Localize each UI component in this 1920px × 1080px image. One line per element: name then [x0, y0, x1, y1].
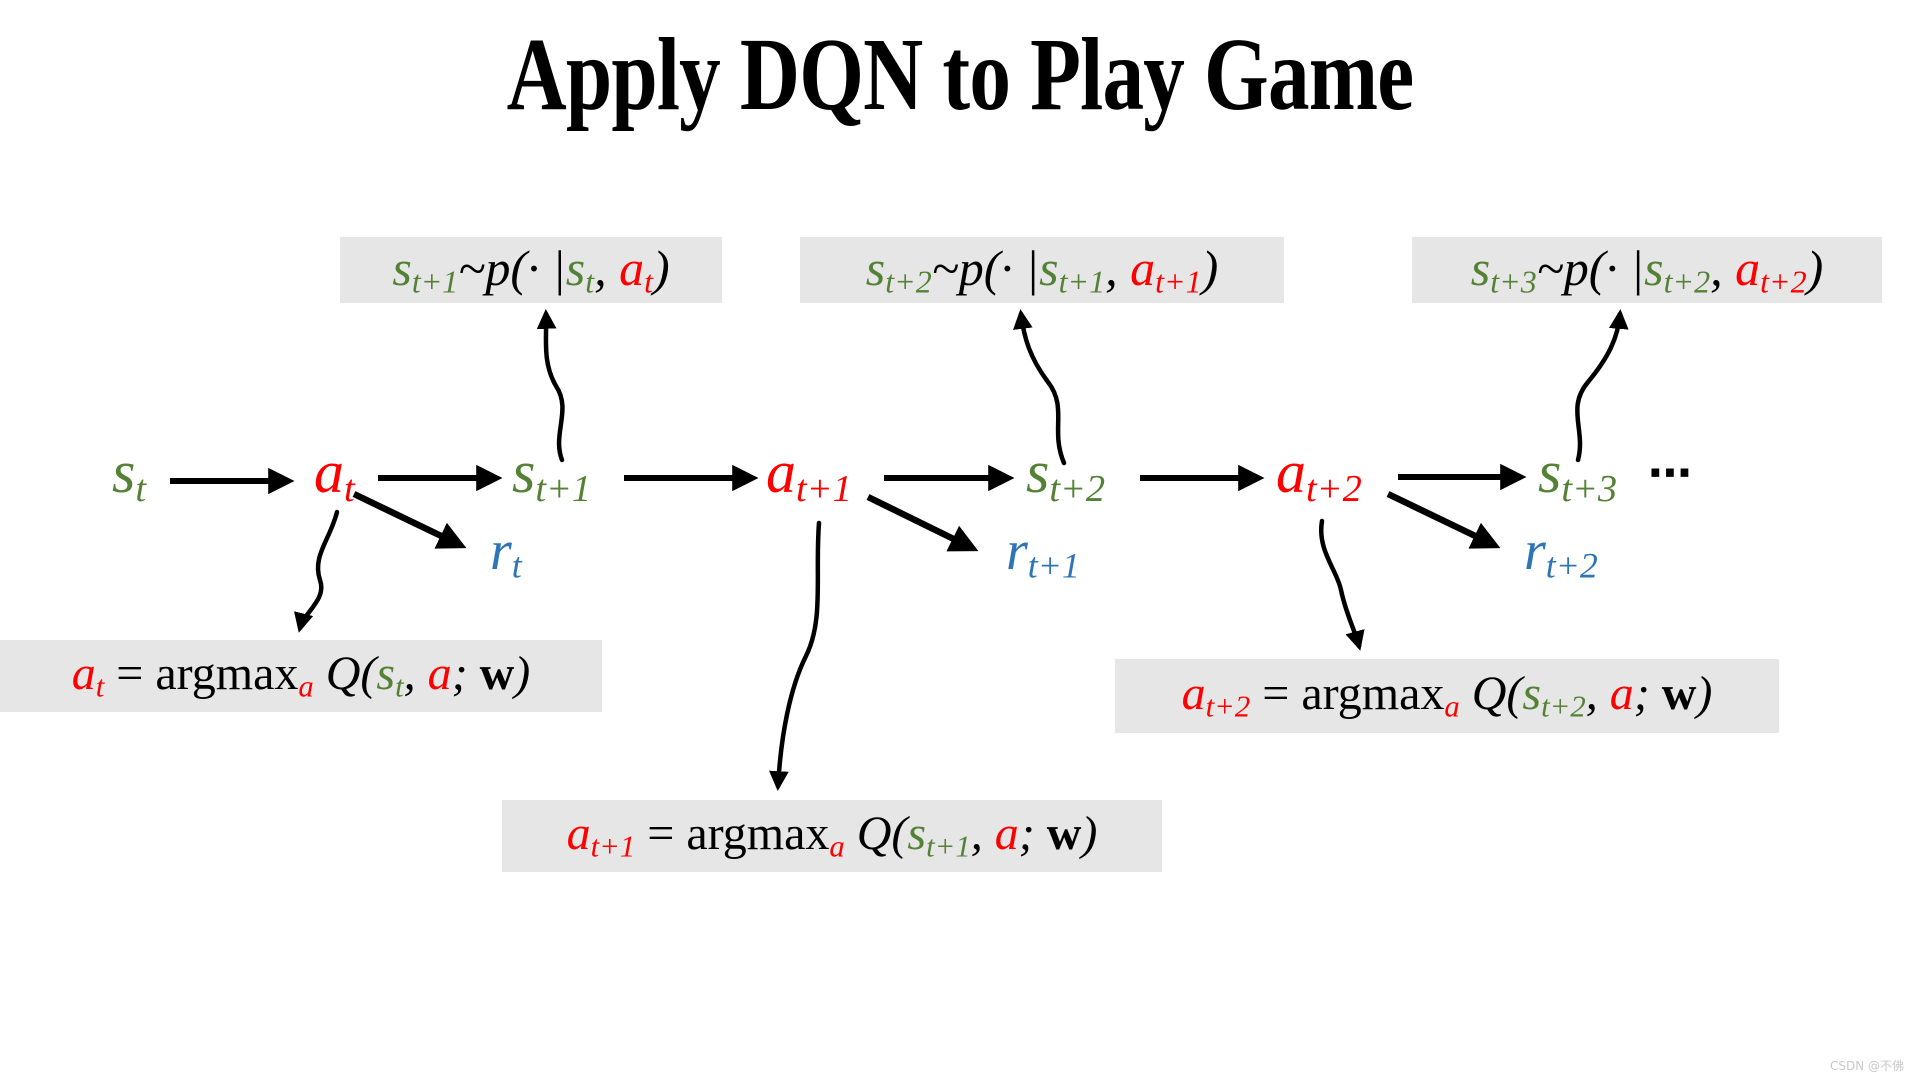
arrow-at2-to-rt2 [1386, 491, 1501, 549]
node-state-t: st [112, 439, 147, 511]
transition-formula-3: st+3~p(· |st+2, at+2) [1470, 239, 1824, 300]
node-reward-t: rt [490, 520, 522, 586]
policy-box-2: at+1 = argmaxa Q(st+1, a; w) [502, 800, 1162, 872]
connector-st3-to-transition-box-3 [1575, 309, 1629, 463]
node-action-t: at [314, 439, 355, 511]
connector-at-to-policy-box-1 [294, 509, 340, 633]
policy-formula-2: at+1 = argmaxa Q(st+1, a; w) [566, 806, 1098, 864]
node-action-t2: at+2 [1276, 439, 1362, 511]
transition-formula-1: st+1~p(· |st, at) [392, 239, 670, 300]
connector-at2-to-policy-box-3 [1318, 518, 1365, 651]
node-state-t3: st+3 [1538, 439, 1618, 511]
transition-box-1: st+1~p(· |st, at) [340, 237, 722, 303]
transition-box-3: st+3~p(· |st+2, at+2) [1412, 237, 1882, 303]
node-reward-t2: rt+2 [1524, 520, 1598, 586]
chain-ellipsis: ⋯ [1648, 448, 1692, 499]
arrow-at1-to-rt1 [866, 494, 979, 552]
policy-box-1: at = argmaxa Q(st, a; w) [0, 640, 602, 712]
node-action-t1: at+1 [766, 439, 852, 511]
connector-st2-to-transition-box-2 [1013, 309, 1067, 466]
policy-box-3: at+2 = argmaxa Q(st+2, a; w) [1115, 659, 1779, 733]
arrow-at-to-rt [352, 491, 467, 549]
watermark: CSDN @不佛 [1829, 1059, 1904, 1073]
connector-st1-to-transition-box-1 [536, 309, 565, 463]
node-state-t1: st+1 [512, 439, 592, 511]
page-title: Apply DQN to Play Game [506, 17, 1415, 132]
connector-at1-to-policy-box-2 [768, 520, 822, 791]
policy-formula-3: at+2 = argmaxa Q(st+2, a; w) [1181, 666, 1713, 724]
transition-formula-2: st+2~p(· |st+1, at+1) [865, 239, 1219, 300]
node-state-t2: st+2 [1026, 439, 1106, 511]
node-reward-t1: rt+1 [1006, 520, 1080, 586]
transition-box-2: st+2~p(· |st+1, at+1) [800, 237, 1284, 303]
policy-formula-1: at = argmaxa Q(st, a; w) [71, 646, 531, 704]
